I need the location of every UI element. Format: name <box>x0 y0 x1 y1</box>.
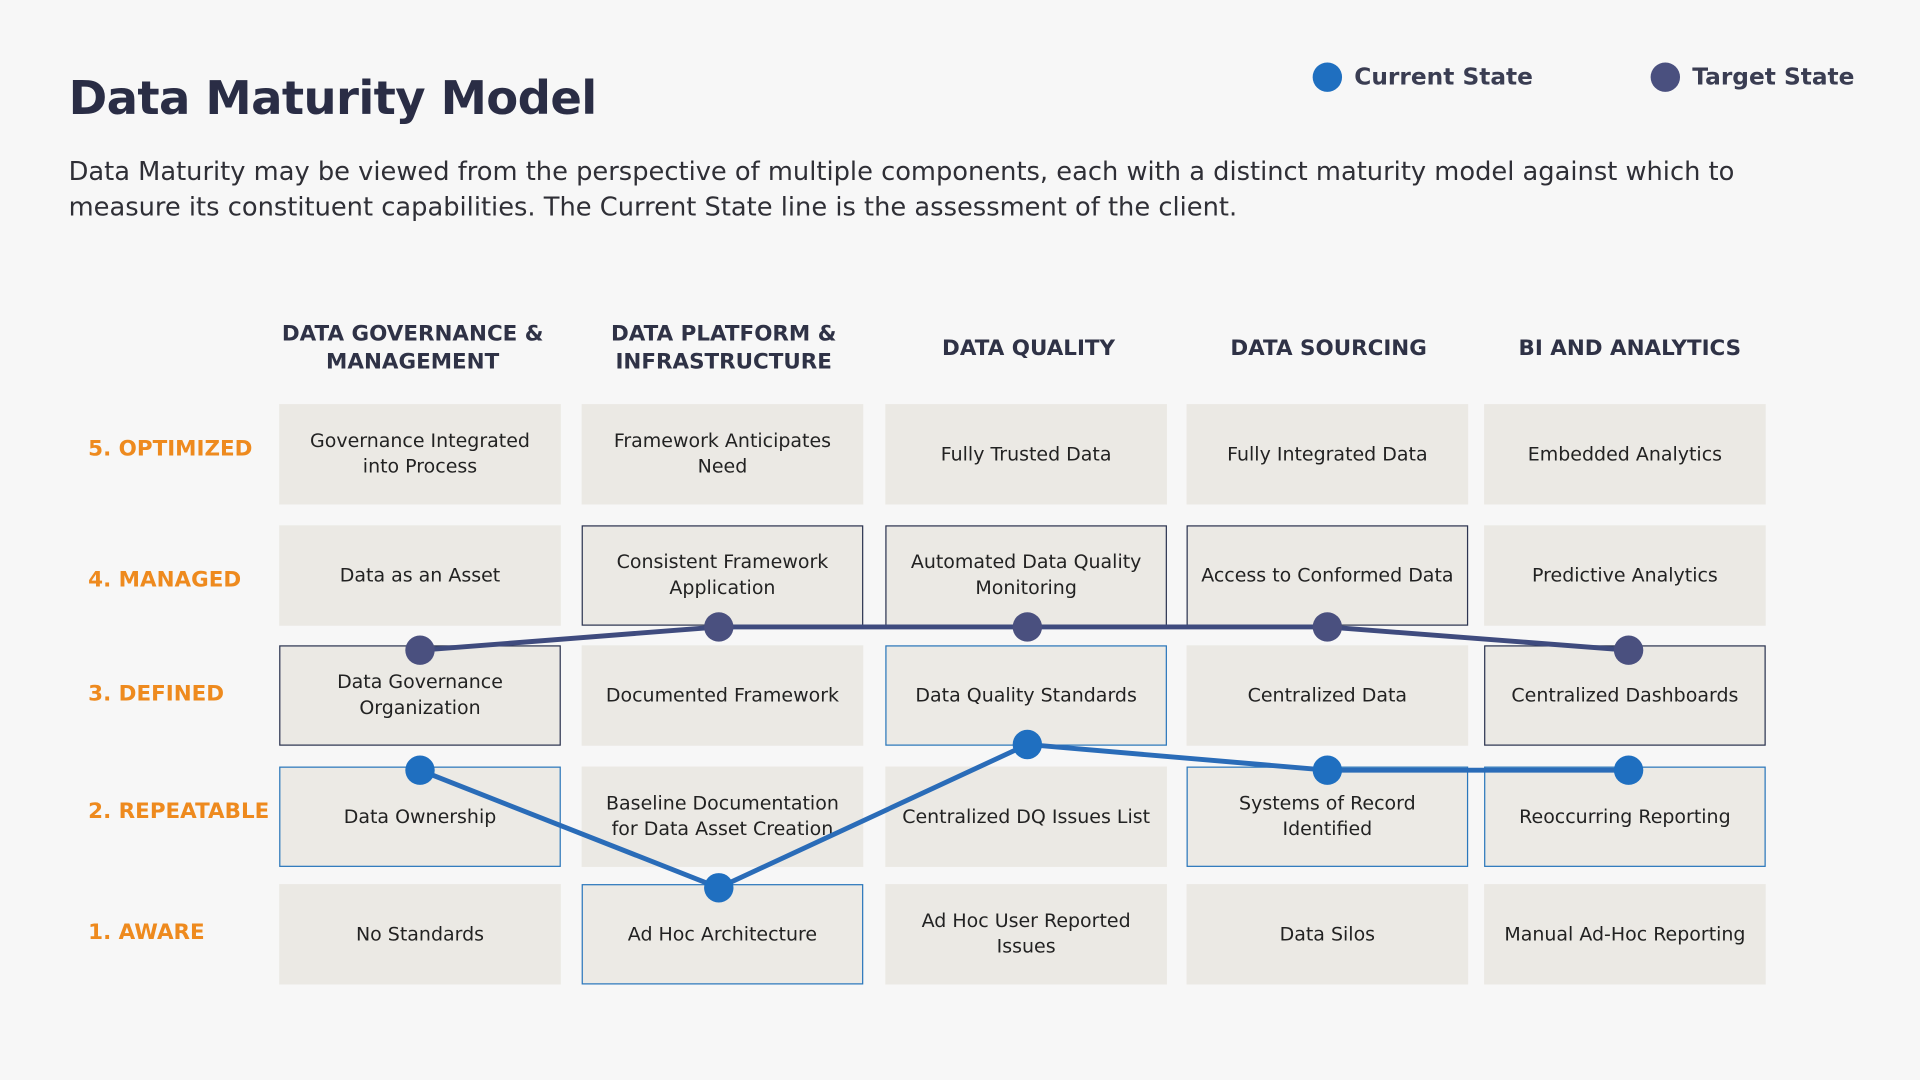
target-marker-quality <box>1012 612 1043 642</box>
cell-governance-level-5: Governance Integrated into Process <box>279 404 561 505</box>
cell-sourcing-level-3: Centralized Data <box>1186 645 1469 746</box>
target-marker-platform <box>704 612 734 642</box>
legend-current-label: Current State <box>1354 63 1533 91</box>
cell-sourcing-level-5: Fully Integrated Data <box>1186 404 1469 505</box>
target-marker-governance <box>405 635 435 665</box>
current-state-line <box>419 742 1629 891</box>
cell-analytics-level-5: Embedded Analytics <box>1484 404 1766 505</box>
level-label-defined: 3. DEFINED <box>88 682 225 707</box>
cell-quality-level-2: Centralized DQ Issues List <box>885 766 1167 867</box>
cell-sourcing-level-4: Access to Conformed Data <box>1186 525 1469 626</box>
target-state-dot-icon <box>1650 62 1681 92</box>
cell-governance-level-4: Data as an Asset <box>279 525 561 626</box>
page-title: Data Maturity Model <box>68 71 598 125</box>
level-label-optimized: 5. OPTIMIZED <box>88 437 253 462</box>
column-header-analytics: BI AND ANALYTICS <box>1518 336 1742 361</box>
legend-target-label: Target State <box>1692 63 1855 91</box>
target-marker-sourcing <box>1312 612 1343 642</box>
level-label-repeatable: 2. REPEATABLE <box>88 799 270 825</box>
legend-target: Target State <box>1650 59 1855 96</box>
page-subtitle: Data Maturity may be viewed from the per… <box>68 156 1735 222</box>
cell-quality-level-5: Fully Trusted Data <box>885 404 1167 505</box>
current-marker-quality <box>1012 729 1043 760</box>
cell-quality-level-3: Data Quality Standards <box>885 645 1167 746</box>
current-marker-sourcing <box>1312 755 1343 785</box>
cell-platform-level-4: Consistent Framework Application <box>581 525 864 626</box>
current-marker-governance <box>405 755 435 785</box>
cell-quality-level-1: Ad Hoc User Reported Issues <box>885 884 1167 985</box>
target-marker-analytics <box>1613 635 1644 665</box>
current-state-markers <box>405 729 1644 903</box>
target-state-markers <box>405 612 1644 665</box>
level-label-aware: 1. AWARE <box>88 920 205 946</box>
column-header-governance: DATA GOVERNANCE & MANAGEMENT <box>281 322 544 375</box>
current-state-dot-icon <box>1312 62 1343 92</box>
column-header-platform: DATA PLATFORM & INFRASTRUCTURE <box>610 322 837 375</box>
cell-analytics-level-4: Predictive Analytics <box>1484 525 1766 626</box>
column-header-quality: DATA QUALITY <box>942 336 1116 361</box>
cell-quality-level-4: Automated Data Quality Monitoring <box>885 525 1167 626</box>
current-marker-platform <box>704 873 734 903</box>
legend-current: Current State <box>1312 59 1533 96</box>
cell-analytics-level-1: Manual Ad-Hoc Reporting <box>1484 884 1766 985</box>
cell-platform-level-3: Documented Framework <box>581 645 864 746</box>
cell-sourcing-level-1: Data Silos <box>1186 884 1469 985</box>
cell-governance-level-1: No Standards <box>279 884 561 985</box>
cell-platform-level-5: Framework Anticipates Need <box>581 404 864 505</box>
column-header-sourcing: DATA SOURCING <box>1230 336 1427 361</box>
current-marker-analytics <box>1613 755 1644 785</box>
level-label-managed: 4. MANAGED <box>88 568 242 593</box>
